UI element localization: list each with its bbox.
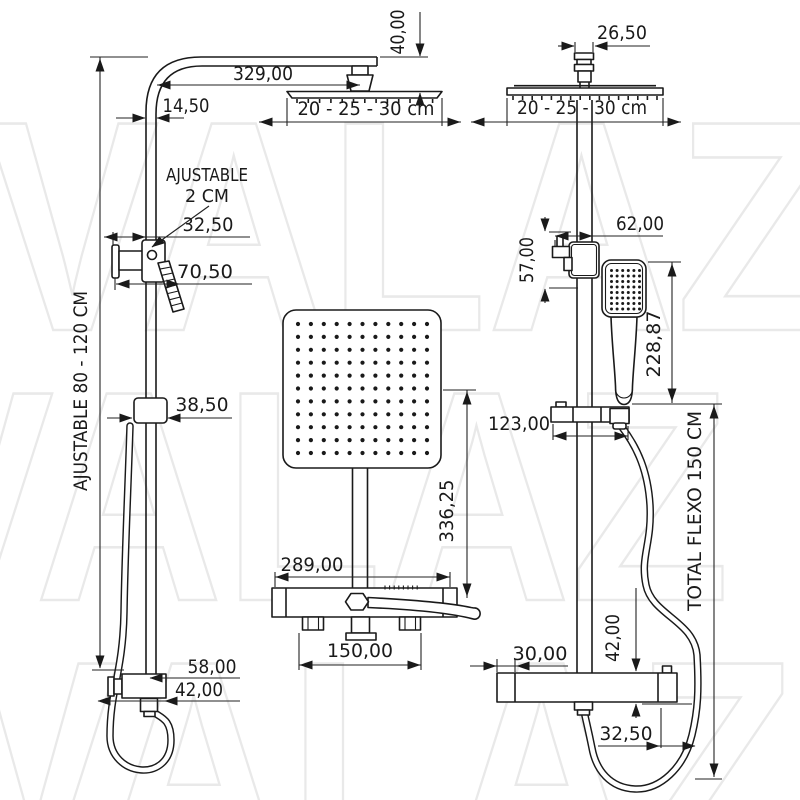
dim-shelf-width-label: 123,00 <box>488 413 550 435</box>
dim-handset-length: 228,87 <box>643 261 681 403</box>
dim-head-to-mixer: 336,25 <box>436 389 476 598</box>
dim-arm-length-label: 329,00 <box>233 63 293 85</box>
dim-pipe-width: 14,50 <box>116 95 210 123</box>
note-adjustable-line2: 2 CM <box>185 186 229 207</box>
dim-outlet-height-label: 42,00 <box>175 679 223 701</box>
dim-mixer-end-width-label: 30,00 <box>513 643 568 665</box>
dim-top-connector-label: 26,50 <box>597 22 647 44</box>
nozzle-ticks-right <box>512 96 658 100</box>
mixer-grip-ridges <box>384 585 418 590</box>
dim-bracket-offset: 32,50 <box>104 214 250 246</box>
dim-head-to-mixer-label: 336,25 <box>436 480 458 543</box>
dim-slider-width-label: 38,50 <box>176 394 229 416</box>
nozzle-ticks-left <box>296 99 434 103</box>
dim-diverter-width: 62,00 <box>554 213 664 246</box>
dim-head-width: 289,00 <box>274 554 451 587</box>
dim-mixer-end-width: 30,00 <box>470 643 568 672</box>
dim-outlet-width: 58,00 <box>149 656 240 683</box>
dim-hose-offset-label: 32,50 <box>600 723 653 745</box>
dim-diverter-height: 57,00 <box>516 217 578 303</box>
note-adjustable-2cm: AJUSTABLE 2 CM <box>151 165 248 248</box>
dim-handset-length-label: 228,87 <box>643 311 665 378</box>
dim-arm-drop: 40,00 <box>380 10 428 106</box>
dim-hose-offset: 32,50 <box>598 708 696 751</box>
dim-slider-width: 38,50 <box>107 394 232 423</box>
dim-shelf-width: 123,00 <box>488 413 629 441</box>
dim-bracket-depth-label: 70,50 <box>177 261 233 283</box>
side-view-figure <box>106 56 443 774</box>
dim-mixer-height: 42,00 <box>602 588 692 718</box>
dim-hose-total-label: TOTAL FLEXO 150 CM <box>684 411 706 612</box>
front-view-figure <box>271 309 481 641</box>
dim-bracket-offset-label: 32,50 <box>183 214 234 236</box>
dim-inlet-spacing-label: 150,00 <box>327 640 393 662</box>
dim-arm-drop-label: 40,00 <box>387 10 409 55</box>
dim-diverter-width-label: 62,00 <box>616 213 664 235</box>
dim-head-range-right: 20 - 25 - 30 cm <box>471 97 681 127</box>
dim-mixer-height-label: 42,00 <box>602 614 624 662</box>
dim-hose-total: TOTAL FLEXO 150 CM <box>632 403 722 780</box>
dim-inlet-spacing: 150,00 <box>298 633 422 670</box>
front-view-column-figure <box>496 52 702 793</box>
dim-top-connector: 26,50 <box>558 22 650 52</box>
dim-adjustable-height-label: AJUSTABLE 80 - 120 CM <box>70 291 92 491</box>
dim-arm-length: 329,00 <box>157 63 360 90</box>
note-adjustable-line1: AJUSTABLE <box>166 165 248 186</box>
dim-pipe-width-label: 14,50 <box>163 95 210 117</box>
handset-dot-grid <box>610 269 641 311</box>
dim-outlet-width-label: 58,00 <box>188 656 237 678</box>
dim-outlet-height: 42,00 <box>97 679 240 706</box>
rain-head-dot-grid <box>295 321 430 456</box>
dim-head-range-right-label: 20 - 25 - 30 cm <box>517 97 647 119</box>
dim-bracket-depth: 70,50 <box>114 261 252 290</box>
dim-head-range-left: 20 - 25 - 30 cm <box>259 98 461 127</box>
dim-diverter-height-label: 57,00 <box>516 237 538 283</box>
dim-head-range-left-label: 20 - 25 - 30 cm <box>298 98 435 120</box>
dim-head-width-label: 289,00 <box>281 554 344 576</box>
dim-adjustable-height: AJUSTABLE 80 - 120 CM <box>70 56 148 671</box>
